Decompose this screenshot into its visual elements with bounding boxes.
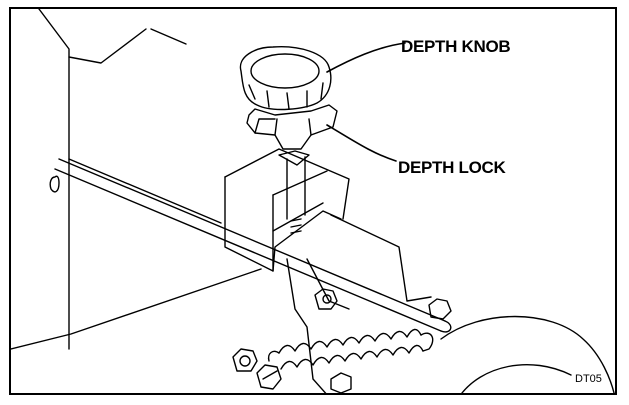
depth-adjustment-illustration [11, 9, 615, 393]
depth-lock [246, 104, 338, 150]
housing-lines [11, 9, 262, 350]
bracket [224, 148, 432, 393]
lock-leader-line [326, 124, 397, 162]
knob-leader-line [326, 42, 406, 73]
tension-spring [267, 328, 434, 370]
callout-leaders [326, 42, 406, 162]
depth-knob [239, 45, 332, 111]
figure-code: DT05 [575, 373, 602, 385]
depth-lock-label: DEPTH LOCK [398, 158, 506, 177]
diagram-frame: DEPTH KNOB DEPTH LOCK DT05 [9, 7, 617, 395]
handle-rod [54, 158, 452, 333]
threaded-shaft [278, 150, 310, 234]
wheel [440, 315, 615, 393]
bolts [232, 288, 452, 393]
depth-knob-label: DEPTH KNOB [401, 37, 511, 56]
